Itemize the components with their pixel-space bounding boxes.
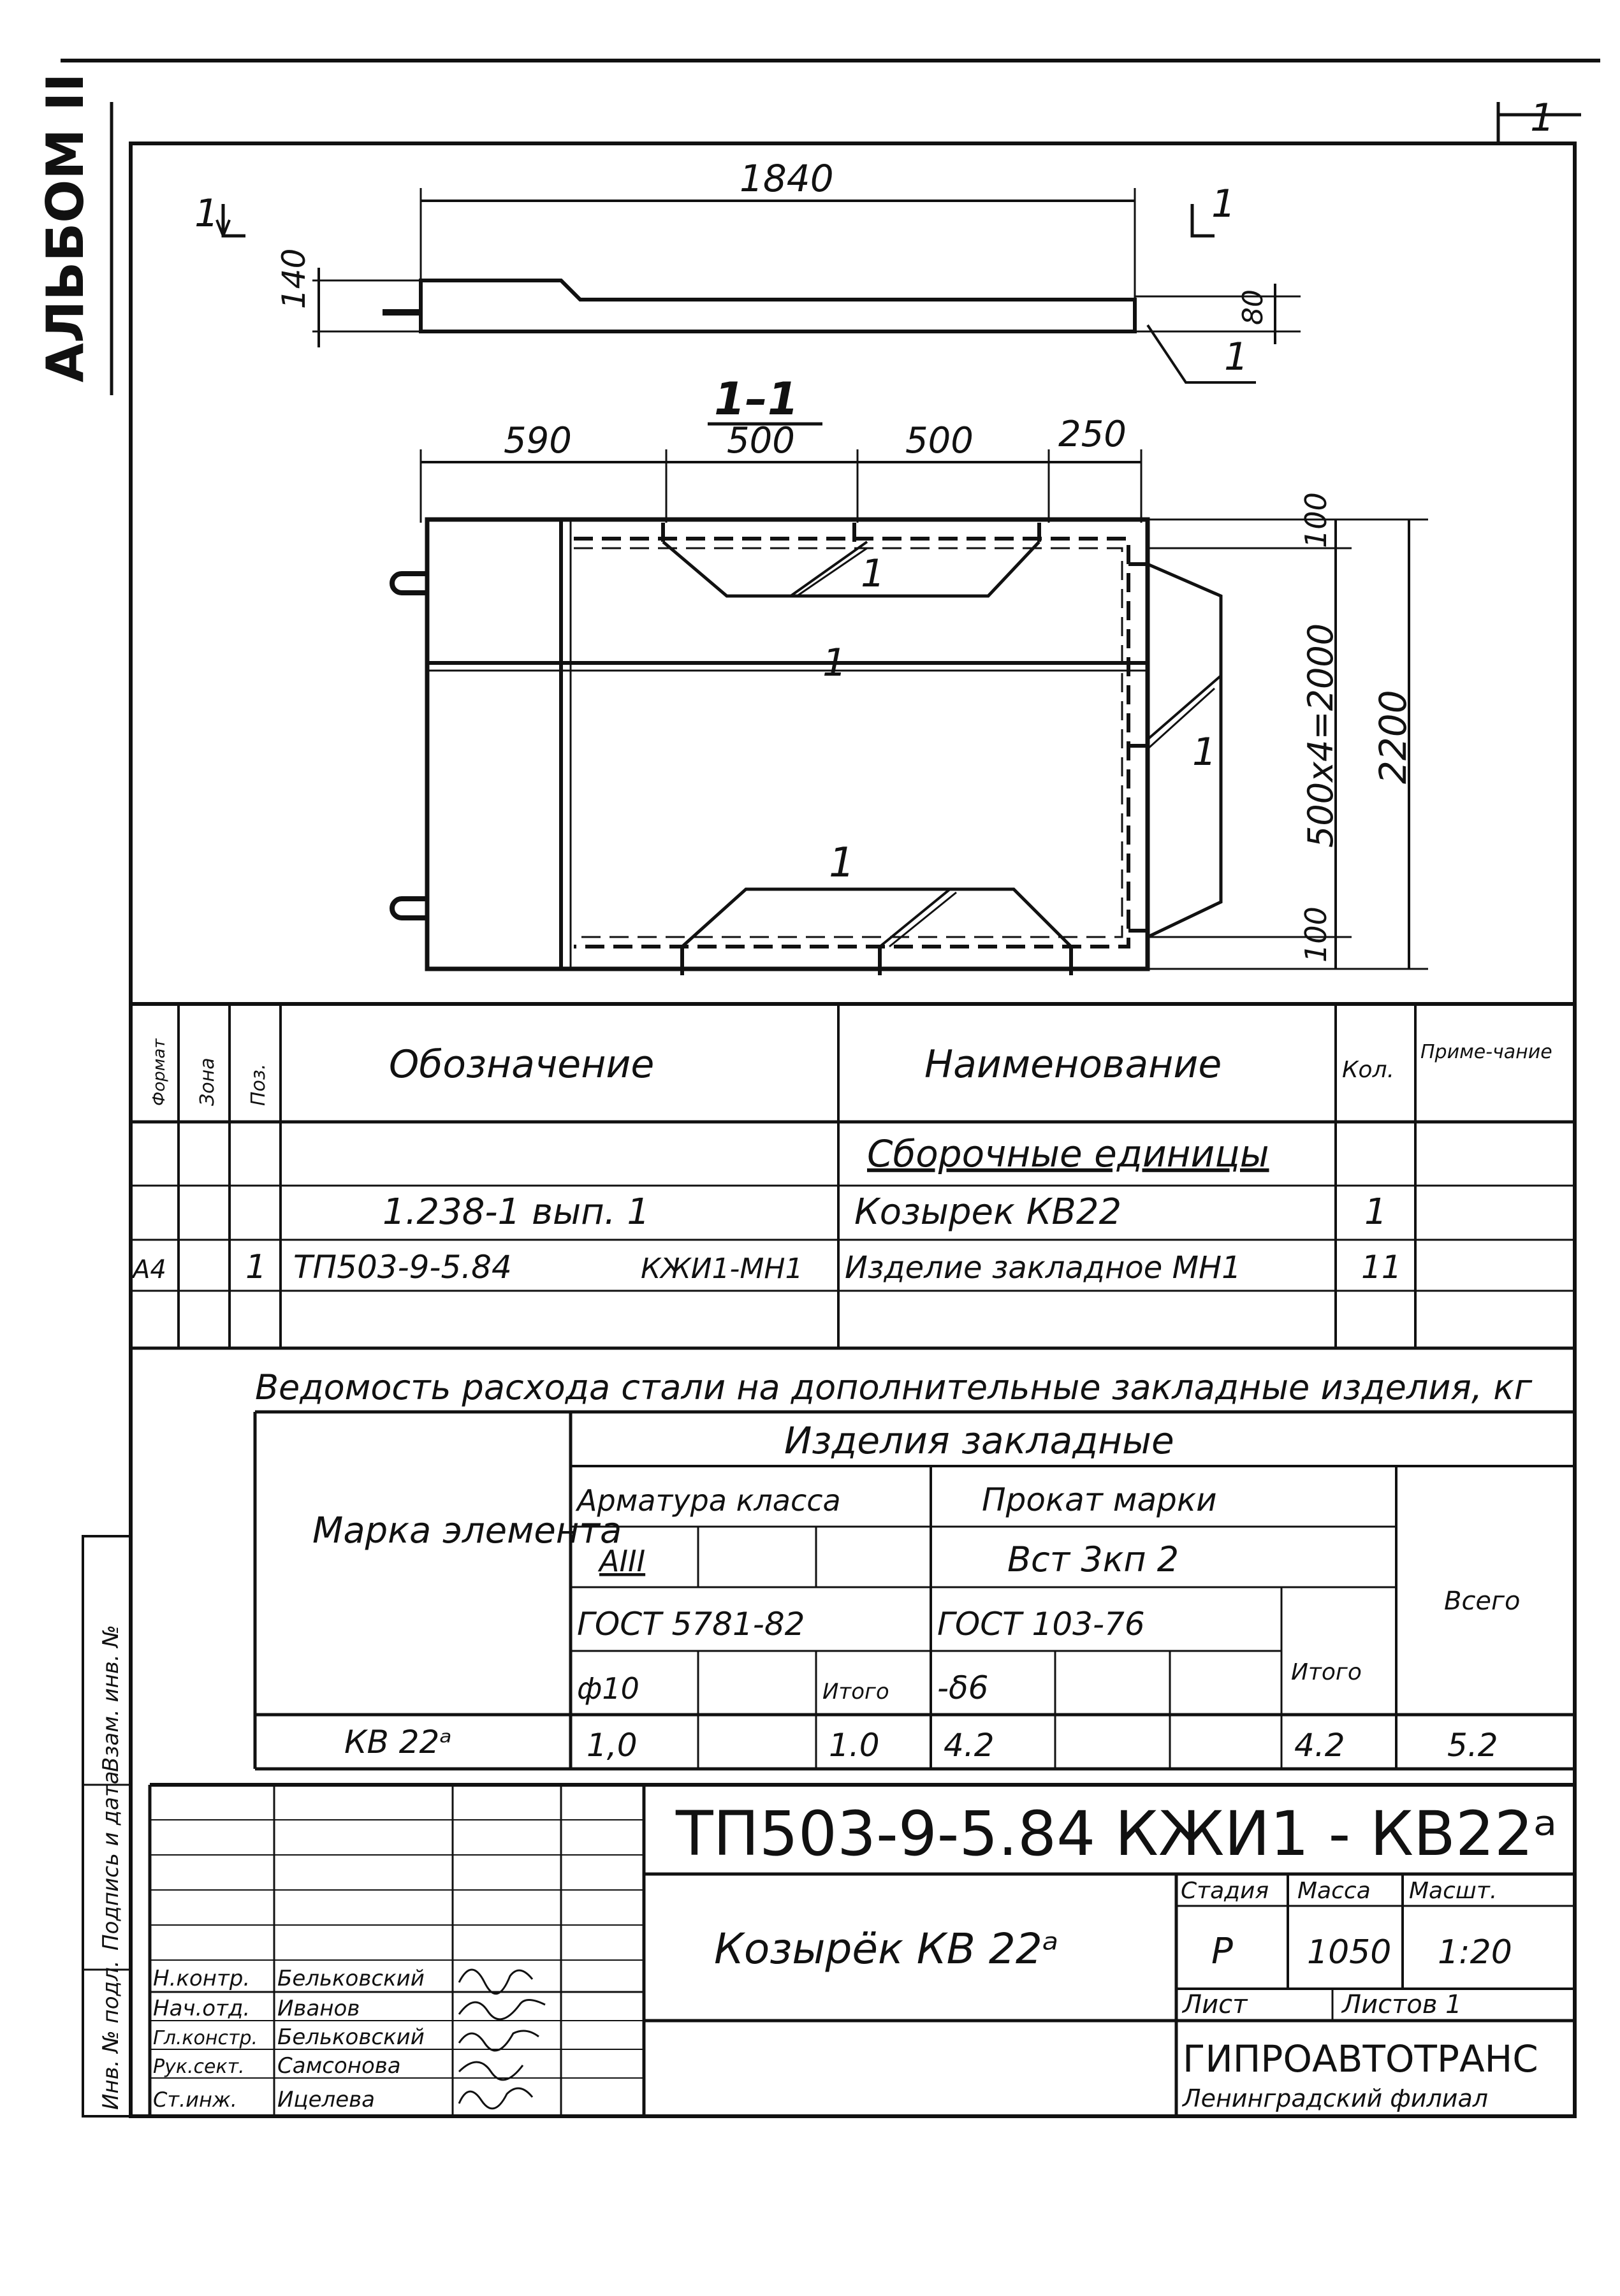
item-title: Козырёк КВ 22ᵃ: [714, 1924, 1059, 1973]
mass-value: 1050: [1307, 1933, 1391, 1972]
stamp-replace-inv: Взам. инв. №: [98, 1625, 124, 1772]
organization-branch: Ленинградский филиал: [1181, 2084, 1488, 2112]
sheet-label: Лист: [1181, 1990, 1248, 2019]
header-qty: Кол.: [1342, 1057, 1394, 1083]
row2-name: Изделие закладное МН1: [845, 1250, 1241, 1286]
elevation-callout: 1: [1224, 335, 1248, 379]
header-position: Поз.: [247, 1064, 270, 1106]
steel-row-all-total: 5.2: [1447, 1727, 1498, 1764]
rebar-diameter: ф10: [577, 1671, 639, 1706]
header-name: Наименование: [924, 1042, 1222, 1087]
dim-top-3: 500: [905, 420, 974, 461]
header-format: Формат: [150, 1038, 169, 1106]
title-block: ТП503-9-5.84 КЖИ1 - КВ22ᵃ Козырёк КВ 22ᵃ…: [148, 1783, 1575, 2118]
organization-name: ГИПРОАВТОТРАНС: [1183, 2037, 1538, 2081]
signature-5: [458, 2087, 534, 2110]
row2-format: А4: [131, 1255, 166, 1284]
document-code: ТП503-9-5.84 КЖИ1 - КВ22ᵃ: [675, 1798, 1558, 1870]
stage-label: Стадия: [1181, 1878, 1269, 1904]
steel-row-rebar-dia: 1,0: [587, 1727, 638, 1764]
page-number-box: [1496, 102, 1581, 143]
steel-table-title: Ведомость расхода стали на дополнительны…: [255, 1367, 1533, 1407]
dim-top-1: 590: [504, 420, 572, 461]
header-note: Приме-чание: [1420, 1041, 1552, 1063]
staff-role-3: Гл.констр.: [153, 2027, 258, 2049]
rebar-class: АIII: [597, 1544, 645, 1578]
staff-name-2: Иванов: [277, 1996, 360, 2021]
section-view: 1–1 590 500 500 250 1 1: [390, 373, 1428, 975]
staff-role-1: Н.контр.: [153, 1966, 250, 1991]
row1-designation: 1.238-1 вып. 1: [383, 1191, 650, 1233]
staff-name-3: Бельковский: [277, 2024, 425, 2050]
row1-name: Козырек КВ22: [854, 1191, 1121, 1233]
steel-row-rolled: 4.2: [944, 1727, 995, 1764]
steel-row-rolled-total: 4.2: [1294, 1727, 1345, 1764]
dim-height-left: 140: [275, 249, 312, 309]
staff-role-5: Ст.инж.: [153, 2088, 237, 2112]
callout-middle: 1: [822, 641, 847, 685]
stamp-original-inv: Инв. № подл.: [98, 1960, 124, 2110]
rolled-total-header: Итого: [1291, 1659, 1362, 1685]
row2-qty: 11: [1361, 1249, 1402, 1286]
rolled-size: -δ6: [937, 1669, 988, 1706]
callout-top: 1: [861, 551, 885, 596]
row1-qty: 1: [1364, 1191, 1387, 1233]
stage-value: Р: [1211, 1931, 1233, 1972]
side-stamp: Инв. № подл. Подпись и дата Взам. инв. №: [82, 1535, 132, 2118]
page-number: 1: [1530, 96, 1554, 140]
staff-name-5: Ицелева: [277, 2087, 375, 2112]
dim-top-edge: 100: [1299, 492, 1333, 548]
signature-1: [458, 1968, 534, 1995]
scale-label: Масшт.: [1409, 1878, 1497, 1904]
steel-table: Ведомость расхода стали на дополнительны…: [253, 1367, 1575, 1771]
dim-length: 1840: [740, 157, 834, 200]
dim-top-2: 500: [727, 420, 795, 461]
signature-4: [458, 2061, 524, 2081]
rolled-grade: Вст 3кп 2: [1007, 1539, 1179, 1580]
dim-height-right: 80: [1237, 289, 1269, 325]
rolled-header: Прокат марки: [982, 1481, 1217, 1518]
rebar-header: Арматура класса: [575, 1483, 841, 1518]
album-label: АЛЬБОМ II: [36, 73, 95, 382]
spec-table: Формат Зона Поз. Обозначение Наименовани…: [131, 1002, 1575, 1350]
row2-position: 1: [245, 1248, 266, 1286]
staff-name-1: Бельковский: [277, 1966, 425, 1991]
staff-role-2: Нач.отд.: [153, 1996, 250, 2021]
mass-label: Масса: [1297, 1878, 1371, 1904]
header-zone: Зона: [196, 1057, 219, 1106]
row2-designation-suffix: КЖИ1-МН1: [641, 1253, 803, 1285]
slab-profile: [419, 279, 1137, 333]
staff-name-4: Самсонова: [277, 2053, 401, 2079]
signature-3: [458, 2030, 539, 2052]
signature-2: [458, 1999, 546, 2021]
rebar-gost: ГОСТ 5781-82: [577, 1606, 805, 1643]
slab-plan: [425, 517, 1150, 971]
sheets-label: Листов 1: [1341, 1990, 1462, 2019]
section-mark-left: 1: [194, 191, 219, 236]
spec-section-title: Сборочные единицы: [867, 1132, 1269, 1175]
all-total-header: Всего: [1444, 1587, 1521, 1616]
dim-bottom-edge: 100: [1299, 906, 1333, 963]
steel-group-header: Изделия закладные: [784, 1419, 1174, 1462]
steel-mark-header: Марка элемента: [312, 1510, 622, 1551]
header-designation: Обозначение: [389, 1042, 654, 1087]
callout-bottom: 1: [829, 839, 855, 887]
section-title: 1–1: [714, 373, 798, 425]
scale-value: 1:20: [1438, 1933, 1512, 1972]
elevation-view: 1 1 1840 140 80 1: [194, 157, 1301, 384]
steel-row-mark: КВ 22ᵃ: [344, 1724, 452, 1761]
row2-designation: ТП503-9-5.84: [293, 1249, 512, 1286]
callout-right: 1: [1192, 730, 1216, 774]
dim-total-span: 2200: [1371, 690, 1415, 784]
section-mark-right: 1: [1211, 182, 1236, 226]
steel-row-rebar-total: 1.0: [829, 1727, 880, 1764]
staff-role-4: Рук.сект.: [153, 2056, 245, 2078]
dim-top-4: 250: [1058, 414, 1127, 455]
stamp-sign-date: Подпись и дата: [98, 1771, 124, 1951]
rolled-gost: ГОСТ 103-76: [937, 1606, 1145, 1643]
rebar-total-header: Итого: [822, 1679, 889, 1704]
dim-inner-span: 500х4=2000: [1301, 623, 1341, 848]
